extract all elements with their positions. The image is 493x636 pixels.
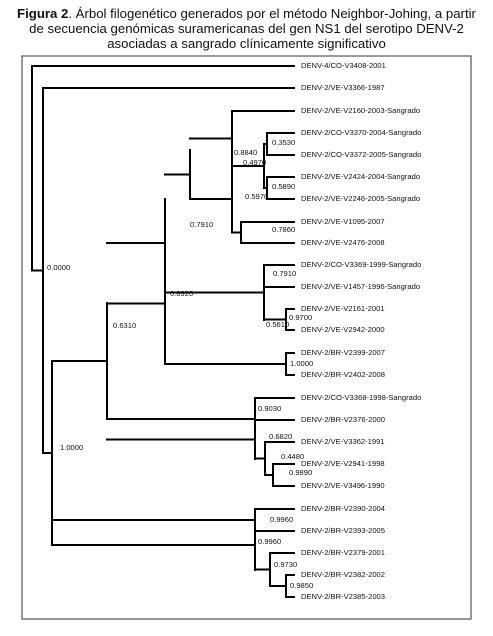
support-value: 0.9960 — [270, 515, 293, 524]
taxon-label: DENV-2/CO-V3372-2005-Sangrado — [301, 150, 421, 159]
taxon-label: DENV-2/VE-V2476-2008 — [301, 238, 385, 247]
taxon-label: DENV-2/VE-V1095-2007 — [301, 217, 385, 226]
taxon-label: DENV-2/CO-V3369-1999-Sangrado — [301, 260, 421, 269]
support-value: 0.9700 — [289, 313, 312, 322]
taxon-label: DENV-2/VE-V3366-1987 — [301, 83, 385, 92]
taxon-label: DENV-2/VE-V2160-2003-Sangrado — [301, 106, 420, 115]
taxon-label: DENV-2/BR-V2402-2008 — [301, 370, 385, 379]
support-value: 0.9960 — [258, 537, 281, 546]
taxon-label: DENV-2/VE-V3362-1991 — [301, 437, 385, 446]
figure-caption: Figura 2. Árbol filogenético generados p… — [0, 6, 493, 51]
taxon-label: DENV-2/BR-V2399-2007 — [301, 348, 385, 357]
taxon-label: DENV-2/VE-V1457-1996-Sangrado — [301, 282, 420, 291]
support-value: 0.5970 — [245, 192, 268, 201]
support-value: 0.7910 — [190, 220, 213, 229]
taxon-label: DENV-4/CO-V3408-2001 — [301, 61, 386, 70]
support-value: 0.6310 — [113, 321, 136, 330]
support-value: 0.9730 — [274, 560, 297, 569]
tree-border — [21, 55, 472, 620]
taxon-label: DENV-2/BR-V2382-2002 — [301, 570, 385, 579]
tree-taxon-labels: DENV-4/CO-V3408-2001DENV-2/VE-V3366-1987… — [301, 61, 421, 601]
caption-line-3: asociadas a sangrado clínicamente signif… — [107, 36, 386, 51]
taxon-label: DENV-2/BR-V2393-2005 — [301, 526, 385, 535]
tree-branches — [31, 65, 295, 598]
support-value: 0.7910 — [273, 269, 296, 278]
taxon-label: DENV-2/BR-V2390-2004 — [301, 504, 385, 513]
support-value: 1.0000 — [290, 359, 313, 368]
support-value: 0.9890 — [289, 468, 312, 477]
caption-line-1-text: . Árbol filogenético generados por el mé… — [68, 6, 476, 21]
taxon-label: DENV-2/CO-V3368-1998-Sangrado — [301, 393, 421, 402]
support-value: 0.9030 — [258, 404, 281, 413]
support-value: 0.6820 — [269, 432, 292, 441]
support-value: 0.9850 — [290, 581, 313, 590]
taxon-label: DENV-2/VE-V2941-1998 — [301, 459, 385, 468]
caption-line-1: Figura 2. Árbol filogenético generados p… — [0, 6, 493, 21]
taxon-label: DENV-2/VE-V2942-2000 — [301, 325, 385, 334]
taxon-label: DENV-2/VE-V2161-2001 — [301, 304, 385, 313]
taxon-label: DENV-2/BR-V2379-2001 — [301, 548, 385, 557]
support-value: 0.4480 — [281, 452, 304, 461]
support-value: 0.3530 — [272, 138, 295, 147]
taxon-label: DENV-2/VE-V2424-2004-Sangrado — [301, 172, 420, 181]
support-value: 0.4970 — [243, 158, 266, 167]
support-value: 1.0000 — [60, 443, 83, 452]
support-value: 0.8840 — [234, 148, 257, 157]
support-value: 0.7860 — [272, 225, 295, 234]
support-value: 0.0000 — [47, 263, 70, 272]
support-value: 0.5890 — [272, 182, 295, 191]
support-value: 0.5610 — [266, 320, 289, 329]
taxon-label: DENV-2/VE-V2246-2005-Sangrado — [301, 194, 420, 203]
taxon-label: DENV-2/CO-V3370-2004-Sangrado — [301, 128, 421, 137]
taxon-label: DENV-2/BR-V2385-2003 — [301, 592, 385, 601]
caption-line-2: de secuencia genómicas suramericanas del… — [29, 21, 464, 36]
taxon-label: DENV-2/VE-V3496-1990 — [301, 481, 385, 490]
taxon-label: DENV-2/BR-V2376-2000 — [301, 415, 385, 424]
figure-label: Figura 2 — [17, 6, 69, 21]
support-value: 0.8920 — [170, 289, 193, 298]
